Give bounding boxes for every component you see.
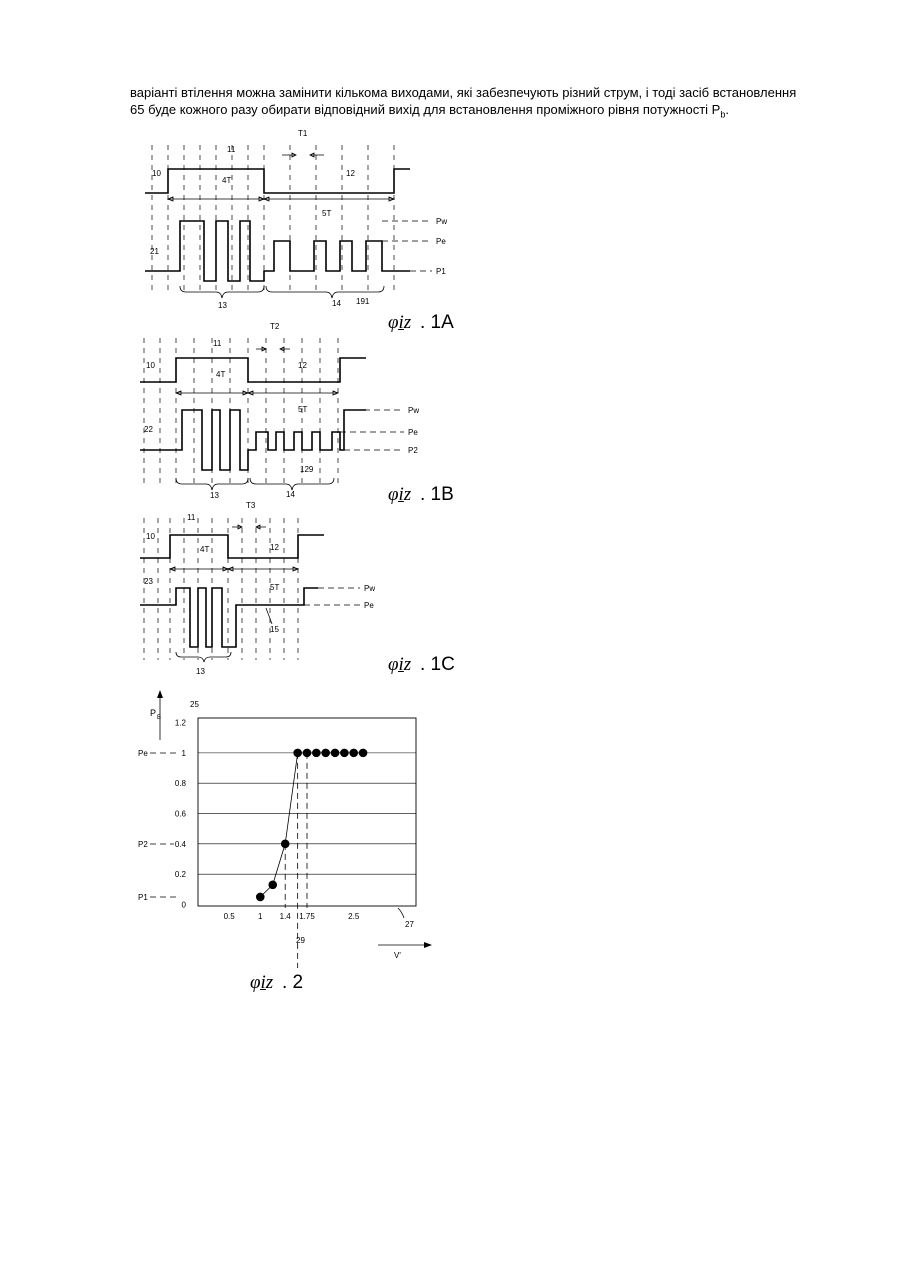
data-point <box>281 840 290 849</box>
level-p2: P2 <box>138 840 148 849</box>
y-tick-label: 0.6 <box>175 810 187 819</box>
data-point <box>312 749 321 758</box>
y-tick-labels: 1.2 1 0.8 0.6 0.4 0.2 0 <box>175 719 187 910</box>
x-tick-label: 0.5 <box>224 912 236 921</box>
series-path <box>260 753 363 897</box>
y-tick-label: 0.8 <box>175 779 187 788</box>
x-tick-label: 2.5 <box>348 912 360 921</box>
x-tick-label: 1.4 <box>280 912 292 921</box>
data-point <box>331 749 340 758</box>
x-tick-labels: 0.5 1 1.4 1.75 2.5 <box>224 912 360 921</box>
caption-2-glyph: φi̱z <box>250 972 274 993</box>
y-axis-label: P <box>150 708 156 718</box>
y-tick-label: 0.2 <box>175 870 187 879</box>
level-pe: Pe <box>138 749 148 758</box>
y-axis-label-sub: B <box>157 715 161 721</box>
ref-25: 25 <box>190 700 199 709</box>
data-points <box>256 749 367 902</box>
y-tick-label: 1.2 <box>175 719 187 728</box>
data-point <box>321 749 330 758</box>
ref-29: 29 <box>296 936 305 945</box>
x-arrowhead-icon <box>424 942 432 948</box>
data-point <box>349 749 358 758</box>
y-arrowhead-icon <box>157 690 163 698</box>
figure-2-chart: P B 25 1.210.80.60.40.20 0.511.41.752.5 … <box>0 0 900 1000</box>
series-line <box>260 753 363 897</box>
data-point <box>293 749 302 758</box>
data-point <box>359 749 368 758</box>
data-point <box>256 893 265 902</box>
y-tick-label: 0 <box>182 900 187 909</box>
x-axis-label: V' <box>394 951 401 960</box>
data-point <box>268 880 277 889</box>
x-tick-label: 1 <box>258 912 263 921</box>
x-tick-label: 1.75 <box>299 912 315 921</box>
y-tick-label: 0.4 <box>175 840 187 849</box>
data-point <box>303 749 312 758</box>
level-p1: P1 <box>138 893 148 902</box>
data-point <box>340 749 349 758</box>
caption-2: . 2 <box>282 972 303 993</box>
y-tick-label: 1 <box>182 749 187 758</box>
ref-27: 27 <box>405 920 414 929</box>
